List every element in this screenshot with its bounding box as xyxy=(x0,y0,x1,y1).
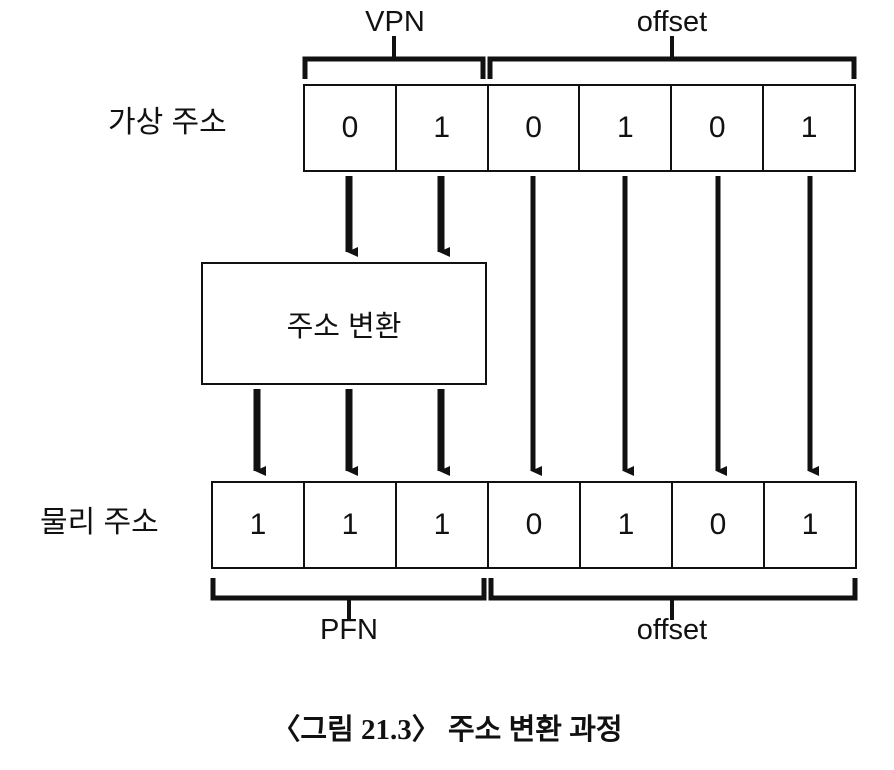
physical-address-bit: 1 xyxy=(801,508,819,541)
physical-address-bit-row: 1 1 1 0 1 0 1 xyxy=(211,481,857,569)
physical-address-label: 물리 주소 xyxy=(40,506,159,539)
physical-address-bit: 1 xyxy=(581,483,673,567)
pfn-bottom-brace xyxy=(210,578,487,620)
virtual-address-bit: 0 xyxy=(305,86,397,170)
address-translation-box: 주소 변환 xyxy=(201,262,487,385)
offset-top-brace xyxy=(487,36,857,79)
physical-address-bit: 1 xyxy=(305,483,397,567)
virtual-address-bit: 1 xyxy=(580,86,673,170)
physical-address-bit: 1 xyxy=(213,483,305,567)
vpn-brace-label: VPN xyxy=(365,6,425,38)
virtual-address-bit: 0 xyxy=(672,86,765,170)
offset-top-brace-label: offset xyxy=(636,6,708,38)
virtual-address-bit: 1 xyxy=(397,86,489,170)
offset-bottom-brace xyxy=(488,578,858,620)
offset-bottom-brace-label: offset xyxy=(636,614,708,646)
virtual-address-bit: 1 xyxy=(800,111,818,144)
vpn-top-brace xyxy=(302,36,486,79)
virtual-address-label: 가상 주소 xyxy=(108,106,227,139)
pfn-brace-label: PFN xyxy=(320,614,378,646)
figure-caption: 〈그림 21.3〉 주소 변환 과정 xyxy=(271,714,623,746)
vpn-to-translation-arrows xyxy=(345,176,450,257)
virtual-address-bit: 0 xyxy=(489,86,581,170)
offset-passthrough-arrows xyxy=(530,176,819,476)
translation-to-pfn-arrows xyxy=(253,389,450,476)
physical-address-bit: 0 xyxy=(673,483,765,567)
physical-address-bit: 1 xyxy=(397,483,489,567)
virtual-address-bit-row: 0 1 0 1 0 1 xyxy=(303,84,856,172)
physical-address-bit: 0 xyxy=(489,483,581,567)
